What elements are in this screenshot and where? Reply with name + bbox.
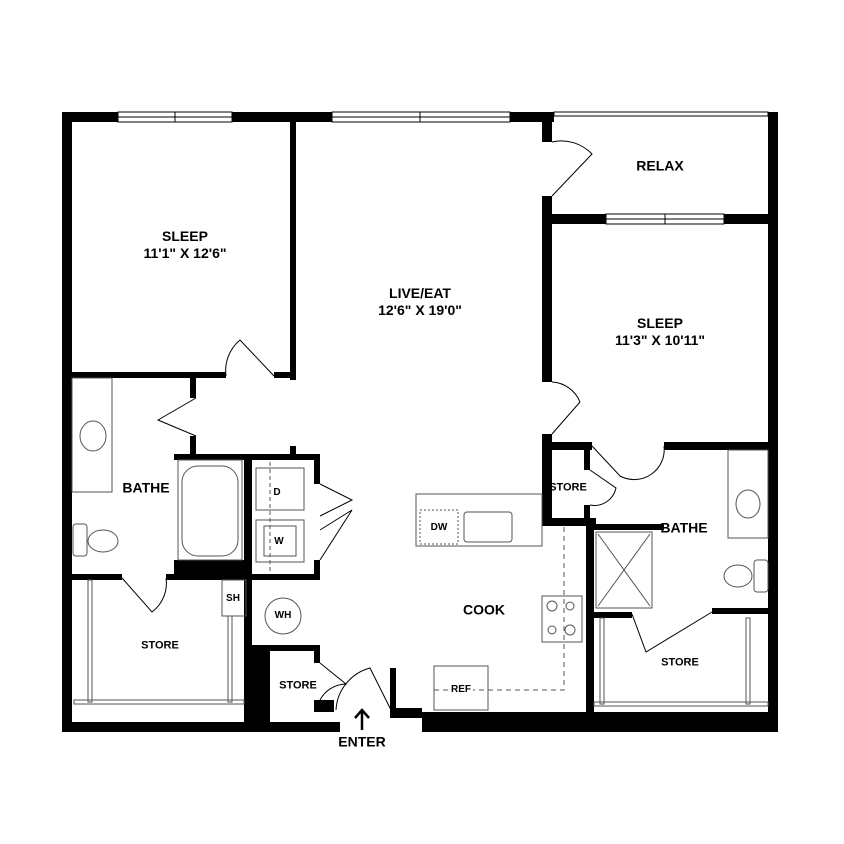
room-bathe-1: BATHE — [122, 479, 170, 496]
room-dims: 11'3" X 10'11" — [614, 332, 706, 348]
room-store-right-top: STORE — [549, 481, 587, 494]
room-store-left: STORE — [141, 639, 179, 652]
enter-arrow-icon — [354, 708, 370, 730]
room-store-right-bottom: STORE — [661, 656, 699, 669]
room-sleep-2: SLEEP 11'3" X 10'11" — [615, 315, 705, 349]
room-relax: RELAX — [636, 157, 684, 174]
room-dims: 11'1" X 12'6" — [143, 245, 227, 261]
doors — [121, 140, 713, 713]
room-cook: COOK — [463, 601, 505, 618]
dishwasher-label: DW — [430, 522, 448, 533]
windows — [117, 111, 769, 225]
enter-label: ENTER — [338, 733, 386, 750]
dryer-label: D — [273, 487, 281, 498]
room-name: SLEEP — [162, 228, 208, 245]
washer-label: W — [274, 536, 284, 547]
refrigerator-label: REF — [449, 684, 473, 696]
room-sleep-1: SLEEP 11'1" X 12'6" — [144, 228, 227, 262]
walls — [62, 112, 778, 732]
room-bathe-2: BATHE — [660, 519, 708, 536]
room-name: SLEEP — [637, 315, 683, 332]
room-live-eat: LIVE/EAT 12'6" X 19'0" — [378, 285, 462, 319]
room-name: LIVE/EAT — [389, 285, 451, 302]
room-dims: 12'6" X 19'0" — [378, 302, 462, 318]
room-store-small: STORE — [279, 679, 317, 692]
fixtures — [71, 377, 769, 711]
water-heater-label: WH — [274, 610, 292, 621]
shelf-label: SH — [226, 593, 240, 604]
